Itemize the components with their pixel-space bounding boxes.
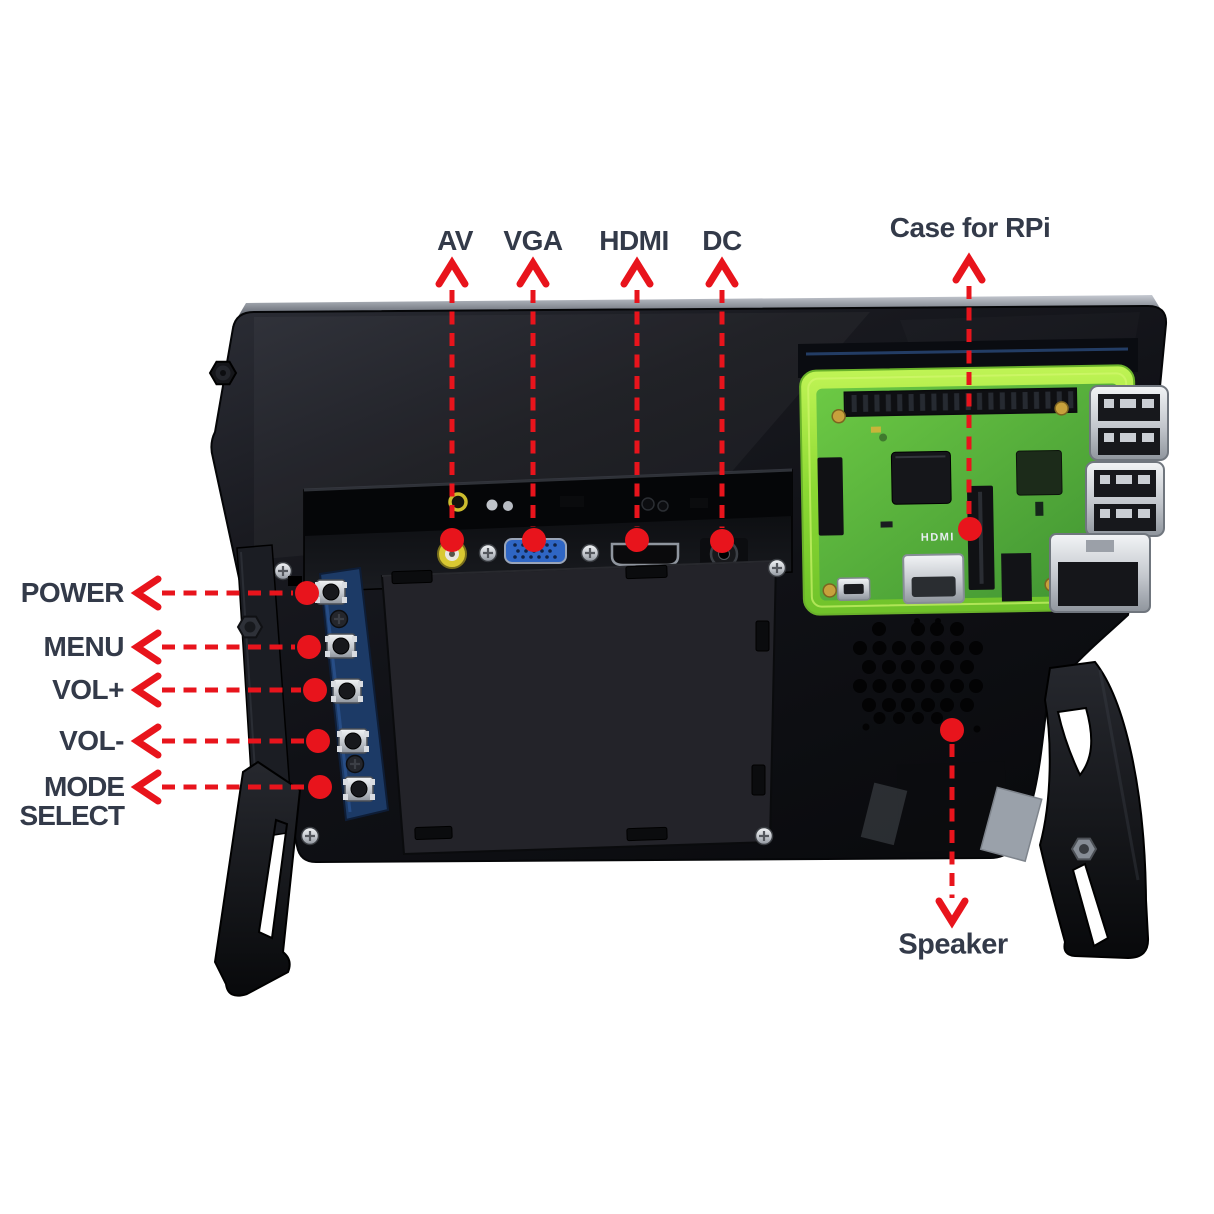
screw-top — [503, 501, 513, 511]
button-board — [315, 566, 390, 822]
plate-screw — [754, 826, 774, 846]
back-plate — [380, 558, 787, 856]
dot-speaker — [940, 718, 964, 742]
label-dc: DC — [702, 225, 742, 256]
usb-ports — [1085, 385, 1169, 537]
arrow-down-speaker — [935, 897, 969, 929]
label-hdmi: HDMI — [599, 225, 669, 256]
switch — [560, 496, 584, 507]
dot-av — [440, 528, 464, 552]
panel-cutout — [288, 576, 302, 586]
physical-buttons — [315, 579, 375, 802]
label-vol-up: VOL+ — [52, 674, 124, 705]
dot-menu — [297, 635, 321, 659]
raspberry-pi-case: HDMI — [798, 338, 1169, 616]
dot-vga — [522, 528, 546, 552]
stand-bolt — [1070, 837, 1098, 861]
speaker-grille — [853, 618, 983, 733]
arrow-up-dc — [705, 256, 739, 288]
dsi-connector — [817, 457, 844, 536]
vga-screw — [580, 543, 600, 563]
rpi-hdmi-print: HDMI — [921, 531, 955, 544]
dot-case — [958, 517, 982, 541]
stand-left — [213, 544, 302, 997]
plate-screw — [767, 558, 787, 578]
arrow-up-vga — [516, 256, 550, 288]
label-power: POWER — [20, 577, 125, 608]
vga-screw — [478, 543, 498, 563]
arrow-up-av — [435, 256, 469, 288]
stand-right — [979, 660, 1150, 960]
label-case-for-rpi: Case for RPi — [889, 212, 1051, 243]
stand-bolt — [236, 615, 264, 639]
annotations — [130, 252, 986, 929]
dot-power — [295, 581, 319, 605]
arrow-up-case — [952, 252, 986, 284]
soc-chip — [890, 450, 952, 505]
arrow-left-power — [130, 575, 162, 611]
label-speaker: Speaker — [898, 928, 1008, 961]
stand-bracket — [979, 786, 1043, 863]
panel-screw — [300, 826, 320, 846]
gpio-header — [843, 387, 1078, 417]
arrow-left-menu — [130, 629, 162, 665]
label-av: AV — [437, 225, 473, 256]
label-vga: VGA — [503, 225, 563, 256]
dot-hdmi — [625, 528, 649, 552]
dot-mode — [308, 775, 332, 799]
label-vol-down: VOL- — [59, 725, 124, 756]
corner-screw — [208, 360, 238, 386]
ethernet-port — [1049, 533, 1151, 613]
arrow-left-vol-down — [130, 723, 162, 759]
label-menu: MENU — [43, 631, 125, 662]
dot-dc — [710, 529, 734, 553]
arrow-up-hdmi — [620, 256, 654, 288]
ram-chip — [1015, 449, 1063, 496]
screw-top — [486, 499, 498, 511]
dot-vol-down — [306, 729, 330, 753]
label-mode-select: MODE SELECT — [19, 771, 125, 831]
dot-vol-up — [303, 678, 327, 702]
arrow-left-mode — [130, 769, 162, 805]
usb-header — [1001, 552, 1032, 602]
arrow-left-vol-up — [130, 672, 162, 708]
